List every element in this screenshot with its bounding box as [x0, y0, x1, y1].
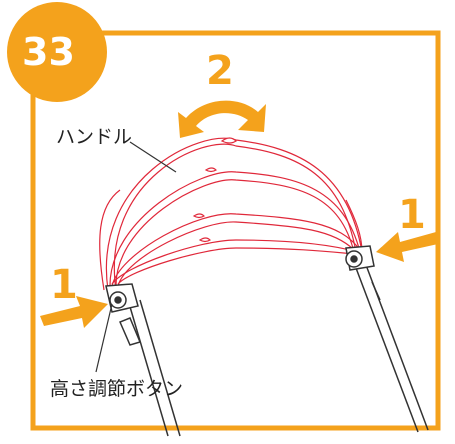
panel-border [30, 30, 441, 431]
step-number: 33 [22, 30, 75, 74]
rotate-step-label: 2 [206, 48, 234, 94]
rotate-arrow-icon [178, 100, 266, 138]
stroller-legs [119, 264, 429, 437]
handle-tabs [192, 137, 237, 243]
handle-bar [99, 137, 363, 291]
press-arrow-icon [40, 296, 108, 328]
press-step-label-right: 1 [398, 192, 426, 238]
step-badge [7, 2, 107, 102]
left-joint [105, 283, 139, 313]
button-leader-line [95, 303, 113, 373]
height-button-label: 高さ調節ボタン [50, 378, 184, 400]
right-joint [345, 245, 375, 271]
handle-label: ハンドル [56, 126, 133, 148]
press-step-label-left: 1 [50, 262, 78, 308]
handle-leader-line [129, 141, 177, 173]
press-arrow-icon [376, 232, 438, 262]
